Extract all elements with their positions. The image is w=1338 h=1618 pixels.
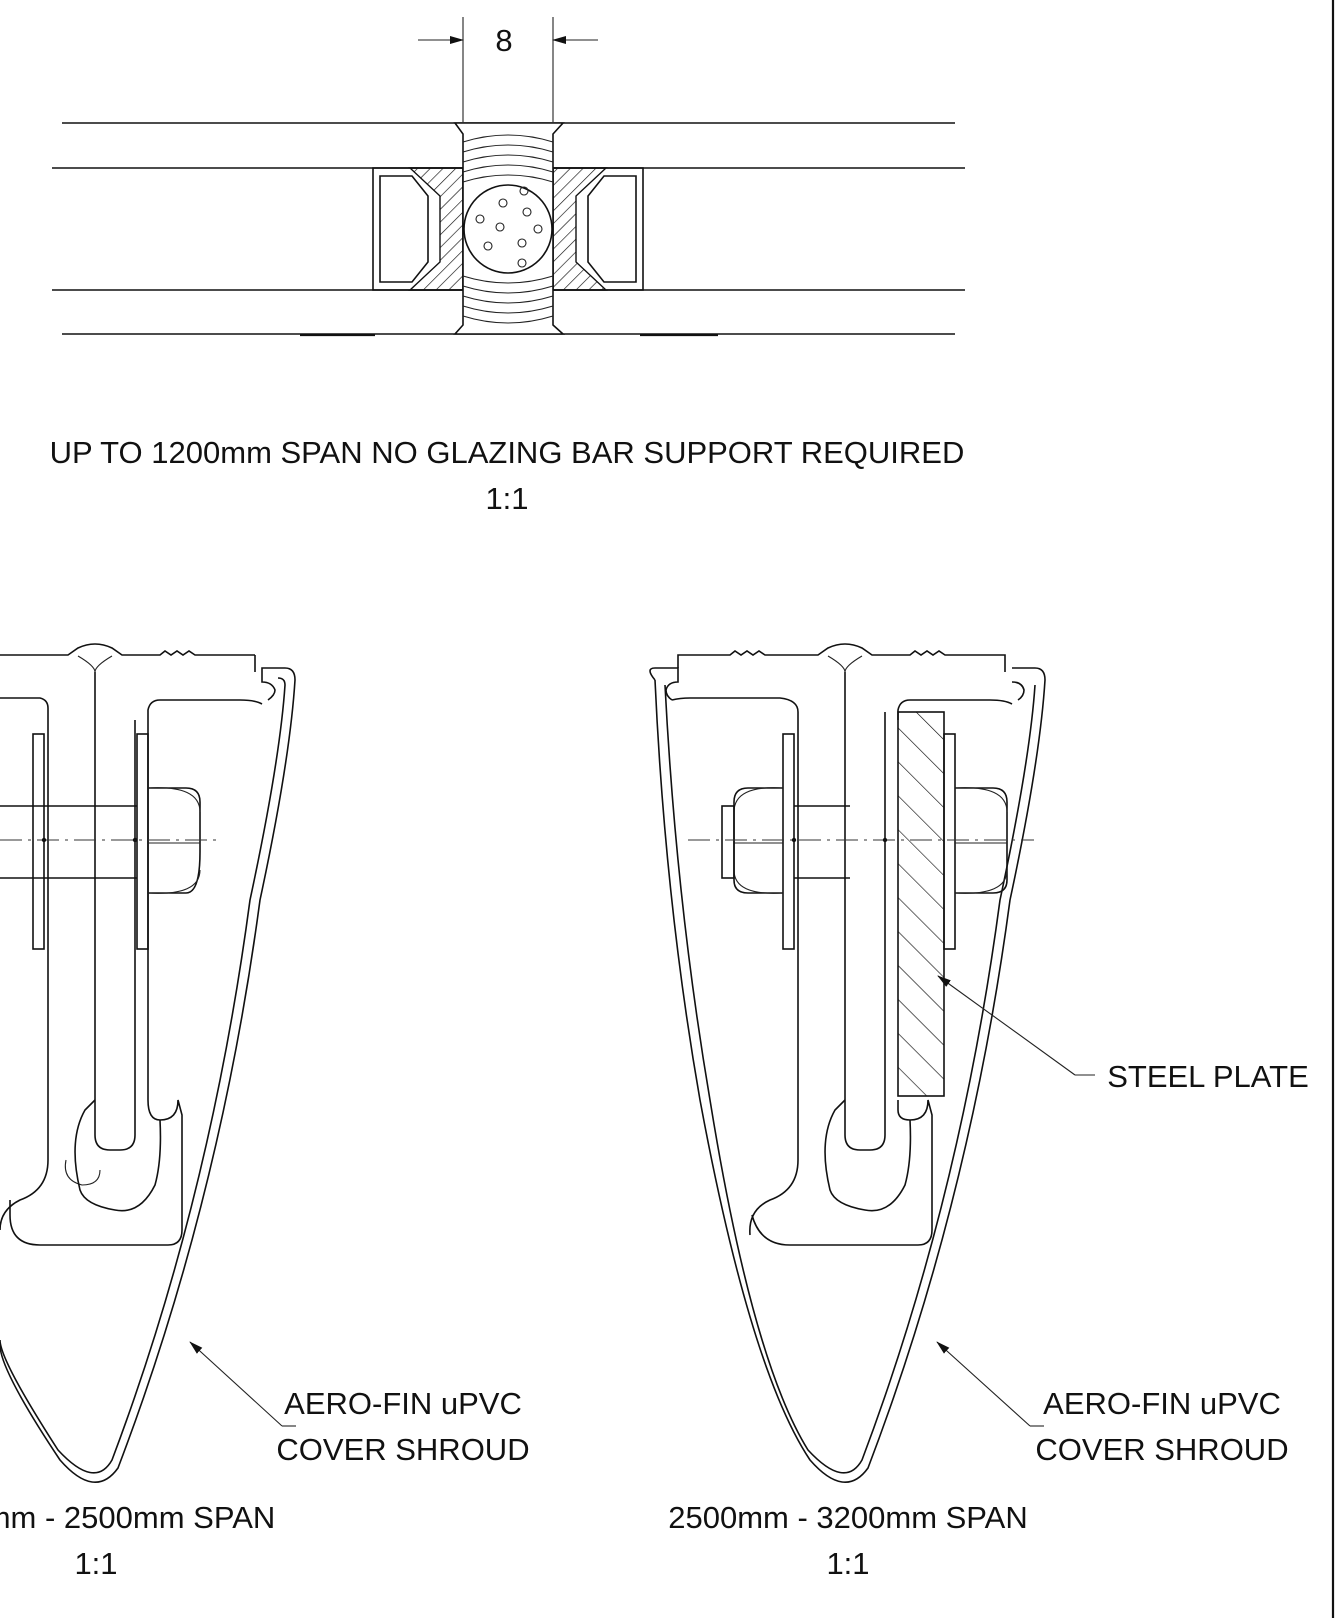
left-detail-scale: 1:1 [74,1546,117,1581]
dimension-label: 8 [495,23,512,58]
left-callout-line2: COVER SHROUD [276,1432,529,1467]
top-detail-scale: 1:1 [485,481,528,516]
right-detail-caption: 2500mm - 3200mm SPAN [668,1500,1028,1535]
steel-plate-callout: STEEL PLATE [937,975,1309,1094]
steel-plate-label: STEEL PLATE [1107,1059,1309,1094]
left-detail-caption: mm - 2500mm SPAN [0,1500,275,1535]
steel-plate [897,711,945,1097]
right-detail-scale: 1:1 [826,1546,869,1581]
right-callout-line1: AERO-FIN uPVC [1043,1386,1281,1421]
left-shroud-detail [0,643,296,1483]
top-section-detail: 8 [52,17,965,337]
left-shroud-callout: AERO-FIN uPVC COVER SHROUD [189,1341,530,1467]
right-callout-line2: COVER SHROUD [1035,1432,1288,1467]
dimension-8: 8 [418,17,598,122]
right-shroud-callout: AERO-FIN uPVC COVER SHROUD [936,1341,1289,1467]
top-detail-caption: UP TO 1200mm SPAN NO GLAZING BAR SUPPORT… [50,435,965,470]
left-callout-line1: AERO-FIN uPVC [284,1386,522,1421]
right-shroud-detail [649,643,1046,1483]
